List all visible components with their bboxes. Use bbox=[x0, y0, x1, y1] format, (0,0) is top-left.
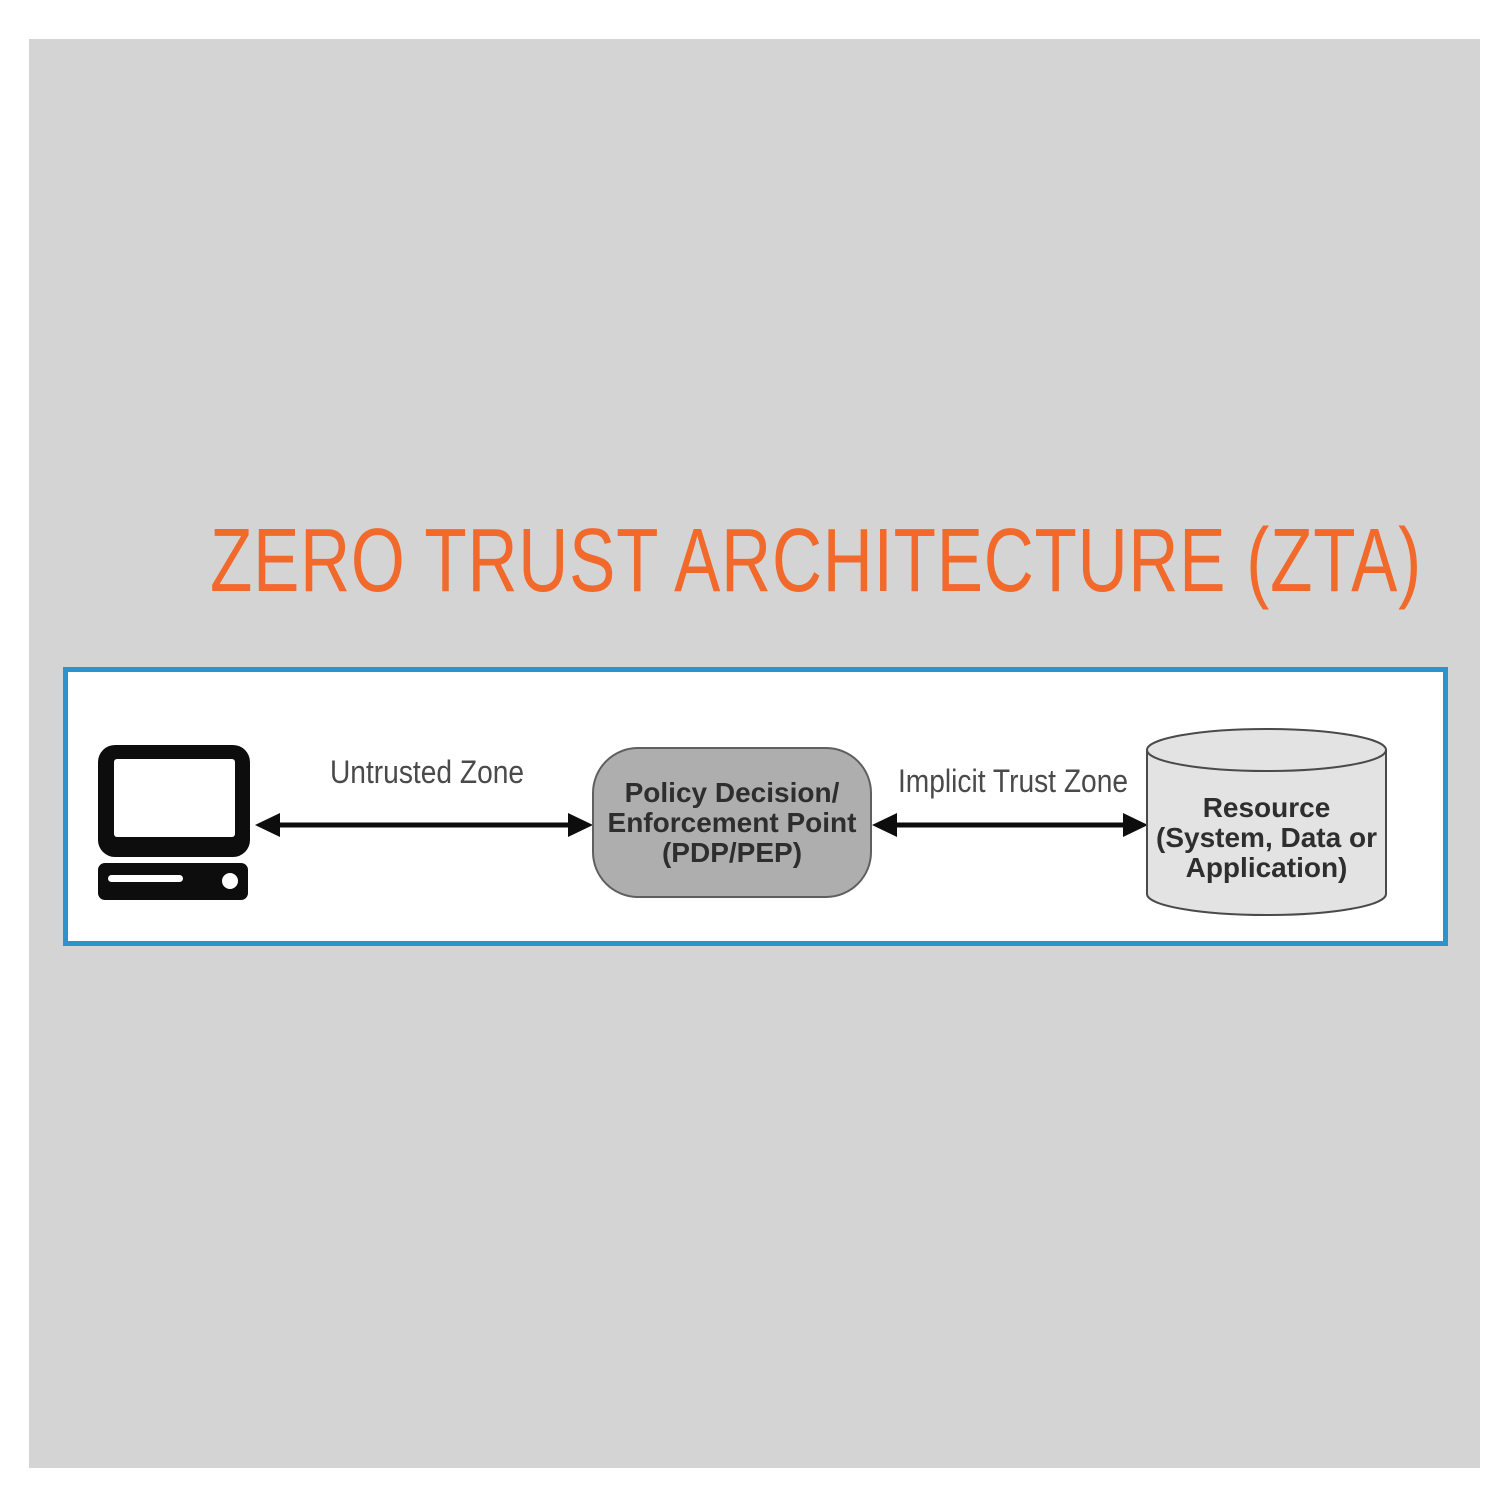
resource-line1: Resource bbox=[1202, 792, 1331, 823]
zta-diagram-panel: Untrusted Zone Policy Decision/ Enforcem… bbox=[63, 667, 1448, 946]
pdp-box-line2: Enforcement Point bbox=[607, 806, 857, 838]
pdp-pep-box: Policy Decision/ Enforcement Point (PDP/… bbox=[592, 747, 872, 898]
resource-line2: (System, Data or bbox=[1156, 822, 1377, 853]
slide-canvas: ZERO TRUST ARCHITECTURE (ZTA) Untrusted … bbox=[29, 39, 1480, 1468]
pdp-box-line1: Policy Decision/ bbox=[624, 776, 840, 808]
implicit-trust-zone-label: Implicit Trust Zone bbox=[897, 763, 1129, 799]
untrusted-zone-label: Untrusted Zone bbox=[329, 754, 525, 790]
untrusted-zone-arrow double-headed-arrow-icon bbox=[255, 813, 593, 837]
resource-line3: Application) bbox=[1185, 852, 1348, 883]
database-cylinder-icon bbox=[1146, 728, 1387, 916]
pdp-box-line3: (PDP/PEP) bbox=[661, 836, 803, 868]
title-row: ZERO TRUST ARCHITECTURE (ZTA) bbox=[29, 516, 1480, 606]
computer-icon bbox=[98, 745, 250, 900]
page-title: ZERO TRUST ARCHITECTURE (ZTA) bbox=[210, 511, 1423, 611]
resource-db-label: Resource (System, Data or Application) bbox=[1145, 790, 1388, 886]
implicit-trust-zone-arrow double-headed-arrow-icon bbox=[872, 813, 1148, 837]
